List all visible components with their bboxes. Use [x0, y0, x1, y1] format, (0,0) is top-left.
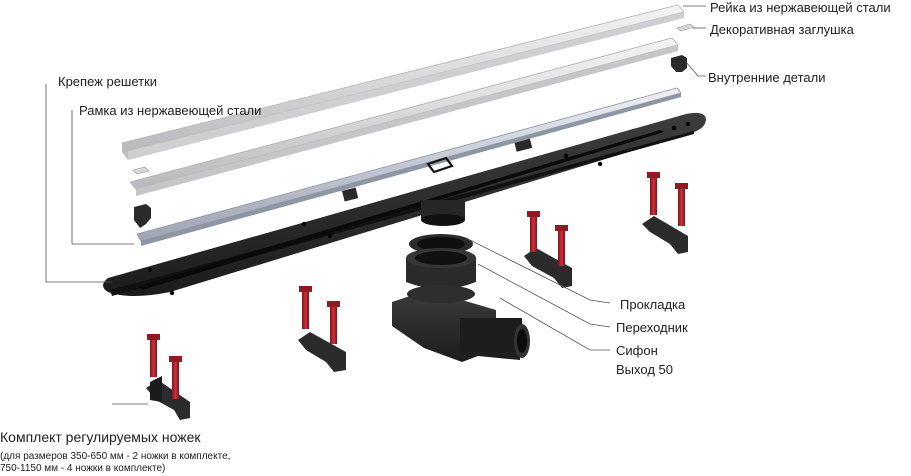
label-feet-kit: Комплект регулируемых ножек [0, 429, 201, 445]
label-outlet: Выход 50 [616, 362, 673, 377]
decorative-cap [132, 23, 695, 175]
adapter [406, 248, 476, 289]
label-siphon: Сифон [616, 343, 658, 358]
label-inner-parts: Внутренние детали [708, 70, 826, 85]
siphon [392, 285, 530, 362]
label-stainless-strip: Рейка из нержавеющей стали [710, 0, 891, 15]
stainless-strip [121, 4, 685, 160]
stainless-frame [136, 87, 682, 246]
label-grate-fastener: Крепеж решетки [58, 74, 158, 89]
label-adapter: Переходник [616, 320, 688, 335]
stainless-strip-2 [129, 37, 679, 196]
drain-body [103, 112, 706, 296]
leader-lines [45, 5, 706, 405]
label-decorative-cap: Декоративная заглушка [710, 22, 854, 37]
label-stainless-frame: Рамка из нержавеющей стали [79, 103, 262, 118]
mount-holes [147, 121, 691, 296]
adjustable-foot [146, 172, 688, 420]
gasket [409, 234, 473, 254]
label-gasket: Прокладка [620, 297, 686, 312]
label-feet-note-2: 750-1150 мм - 4 ножки в комплекте) [0, 463, 166, 474]
label-feet-note-1: (для размеров 350-650 мм - 2 ножки в ком… [0, 451, 231, 462]
